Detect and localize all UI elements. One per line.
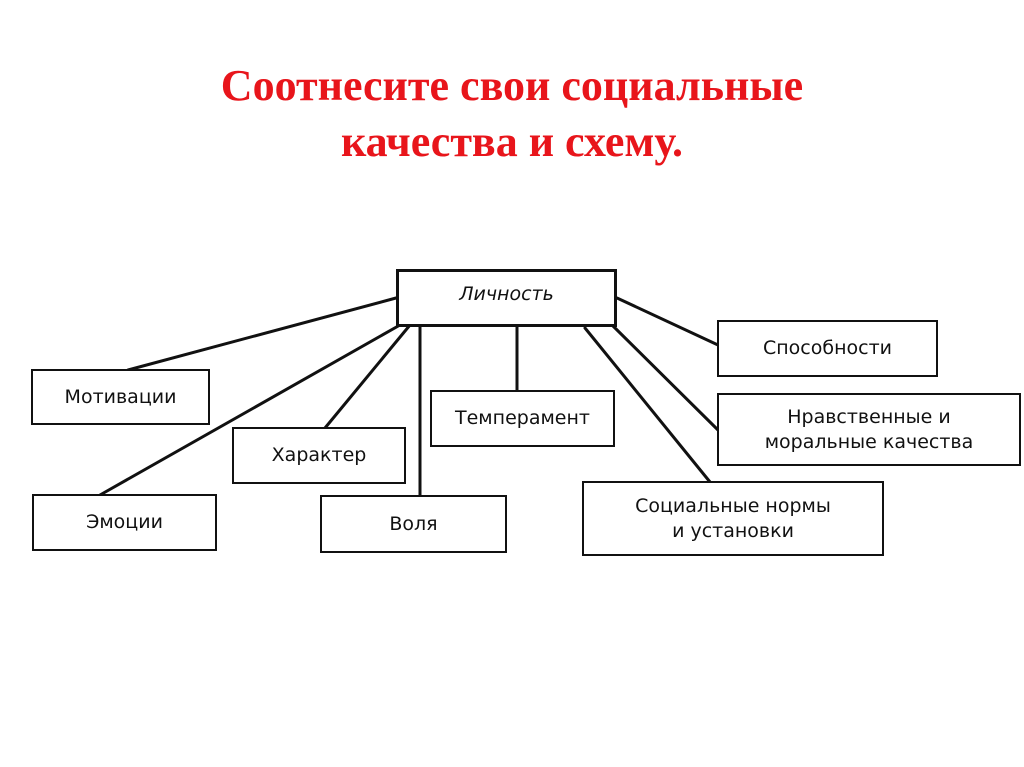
- node-emotions: Эмоции: [32, 494, 217, 551]
- connector-abilities: [615, 296, 720, 347]
- connector-motivation: [126, 296, 398, 372]
- connector-emotions: [98, 323, 402, 497]
- connector-social-norms: [583, 326, 712, 484]
- node-social-norms: Социальные нормы и установки: [582, 481, 884, 556]
- slide-title: Соотнесите свои социальные качества и сх…: [0, 58, 1024, 170]
- node-temperament-label: Темперамент: [455, 407, 590, 429]
- node-character: Характер: [232, 427, 406, 484]
- node-abilities-label: Способности: [762, 337, 892, 359]
- node-social-norms-line-1: Социальные нормы: [635, 494, 831, 517]
- node-abilities: Способности: [717, 320, 938, 377]
- node-personality: Личность: [396, 269, 617, 327]
- node-will: Воля: [320, 495, 507, 553]
- node-temperament: Темперамент: [430, 390, 615, 447]
- node-emotions-label: Эмоции: [86, 511, 163, 533]
- title-line-1: Соотнесите свои социальные: [220, 61, 804, 110]
- node-will-label: Воля: [389, 512, 438, 535]
- node-moral-line-1: Нравственные и: [787, 405, 951, 428]
- connector-character: [323, 323, 412, 430]
- node-motivation: Мотивации: [31, 369, 210, 425]
- node-moral: Нравственные и моральные качества: [717, 393, 1021, 466]
- node-social-norms-line-2: и установки: [672, 519, 794, 542]
- title-line-2: качества и схему.: [340, 117, 683, 166]
- node-moral-text: Нравственные и моральные качества: [765, 405, 974, 455]
- node-character-label: Характер: [271, 444, 367, 466]
- connector-moral: [610, 323, 720, 432]
- node-social-norms-text: Социальные нормы и установки: [635, 494, 831, 544]
- node-moral-line-2: моральные качества: [764, 430, 974, 453]
- node-motivation-label: Мотивации: [64, 385, 177, 408]
- node-personality-label: Личность: [459, 283, 554, 305]
